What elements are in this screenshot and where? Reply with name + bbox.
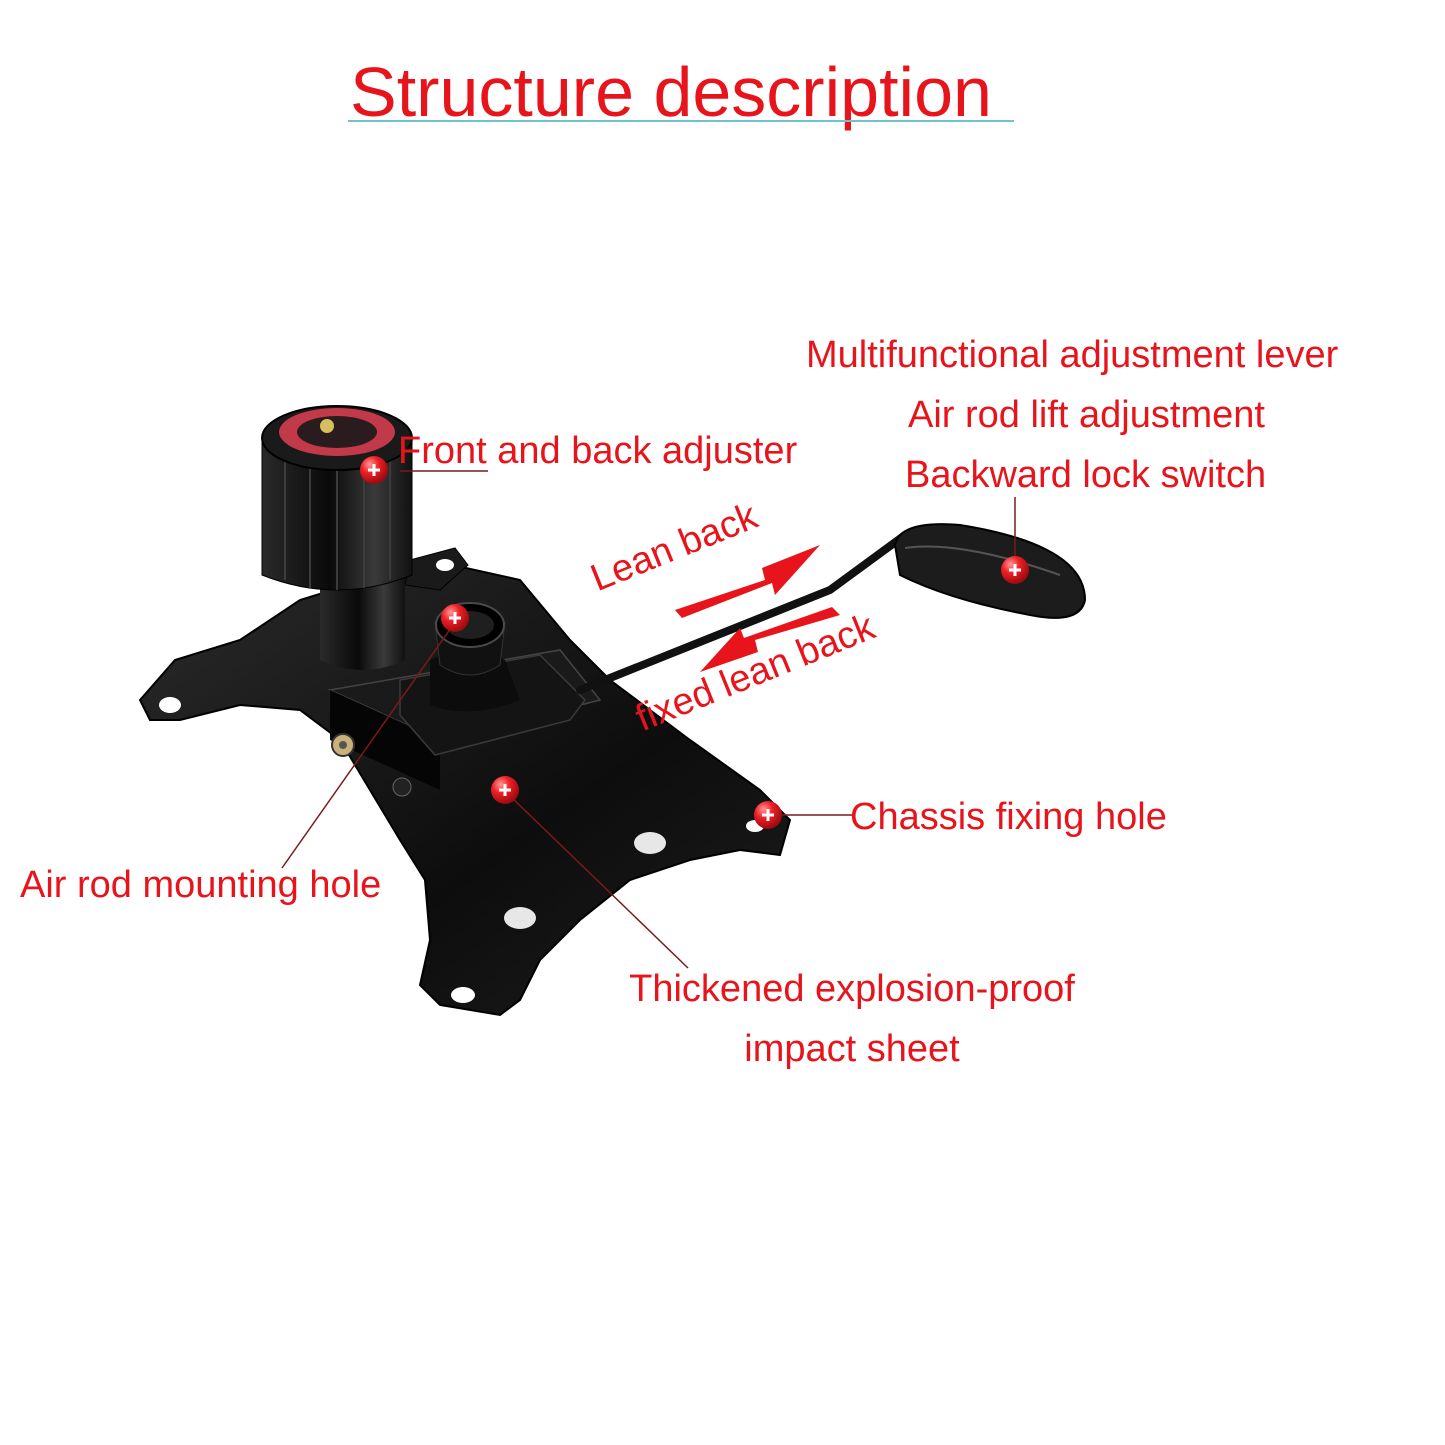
label-air-rod-mounting-hole: Air rod mounting hole [20,864,382,906]
title-underline [348,120,1014,122]
plus-marker-icon [360,456,388,484]
leader-lines [281,470,1016,969]
label-impact-sheet-line2: impact sheet [744,1028,960,1070]
label-chassis-fixing-hole: Chassis fixing hole [850,796,1167,838]
label-lever-line1: Multifunctional adjustment lever [806,334,1339,376]
label-impact-sheet-line1: Thickened explosion-proof [629,968,1075,1010]
plus-marker-icon [754,801,782,829]
plus-marker-icon [491,776,519,804]
plus-marker-icon [1001,556,1029,584]
adjustment-lever [576,523,1087,694]
label-lever-line3: Backward lock switch [905,454,1267,496]
plus-marker-icon [441,604,469,632]
arrow-right-icon [675,545,820,618]
label-front-back-adjuster: Front and back adjuster [398,430,798,472]
arrow-left-icon [700,607,840,672]
label-lever-line2: Air rod lift adjustment [908,394,1265,436]
diagram-title: Structure description [350,53,992,131]
